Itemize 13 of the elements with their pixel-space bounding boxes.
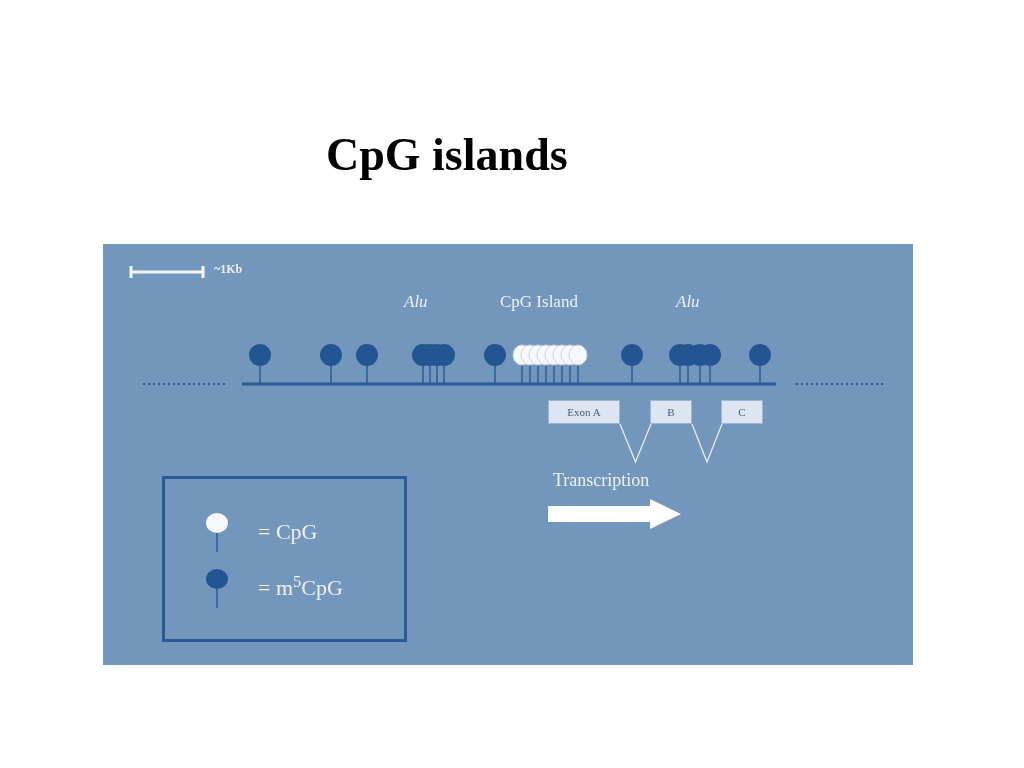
exon-box: C <box>721 400 763 424</box>
legend-text: = m$^{5}$CpG <box>258 577 343 599</box>
legend-text: = CpG <box>258 521 318 543</box>
region-label: Transcription <box>553 471 650 489</box>
scale-label: ~1Kb <box>214 263 243 275</box>
splice-line <box>691 423 723 464</box>
exon-box: Exon A <box>548 400 620 424</box>
exon-box: B <box>650 400 692 424</box>
title: CpG islands <box>326 132 568 178</box>
region-label: Alu <box>404 293 428 310</box>
region-label: Alu <box>676 293 700 310</box>
region-label: CpG Island <box>500 293 578 310</box>
splice-line <box>619 423 652 464</box>
